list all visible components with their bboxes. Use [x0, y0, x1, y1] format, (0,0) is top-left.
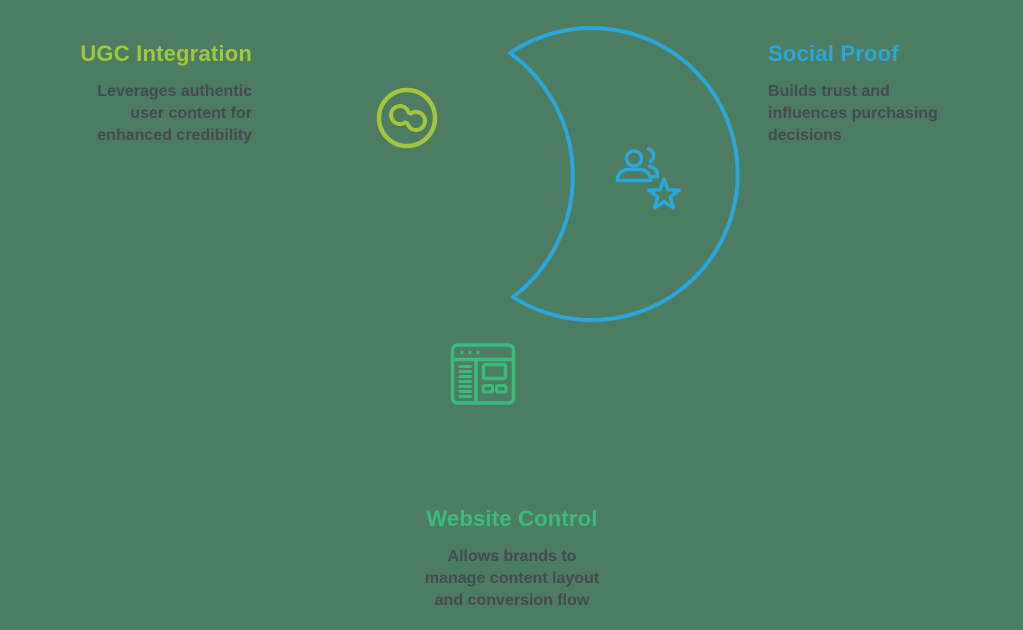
link-rings-icon	[376, 87, 438, 149]
browser-window-icon	[450, 343, 516, 405]
social-description: Builds trust and influences purchasing d…	[768, 83, 938, 144]
website-title: Website Control	[426, 506, 598, 531]
star-icon	[647, 177, 681, 210]
website-label-block: Website Control Allows brands to manage …	[362, 506, 662, 612]
social-title: Social Proof	[768, 41, 899, 66]
people-star-icon	[615, 147, 684, 213]
social-label-block: Social Proof Builds trust and influences…	[768, 41, 998, 147]
ugc-label-block: UGC Integration Leverages authentic user…	[30, 41, 252, 147]
ugc-title: UGC Integration	[80, 41, 252, 66]
website-description: Allows brands to manage content layout a…	[424, 548, 600, 609]
ugc-description: Leverages authentic user content for enh…	[97, 83, 252, 144]
website-circle	[309, 174, 681, 523]
